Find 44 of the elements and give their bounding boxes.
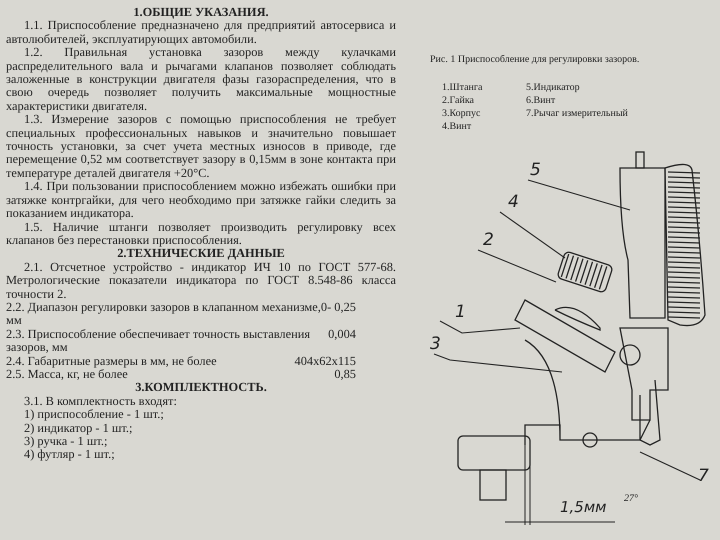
callout-number: 5 xyxy=(530,160,541,180)
spec-text: 2.4. Габаритные размеры в мм, не более xyxy=(6,354,217,368)
callout-number: 2 xyxy=(483,230,494,250)
callout-number: 4 xyxy=(508,192,519,212)
paragraph: 2.1. Отсчетное устройство - индикатор ИЧ 10 по ГОСТ 577-68. Метрологические показатели индикатора по ГОСТ 8.548-86 класса точности 2. xyxy=(6,260,396,301)
parts-list-item: 6.Винт xyxy=(526,95,556,106)
leader-line xyxy=(440,320,520,334)
spec-value: 0,004 xyxy=(328,328,356,343)
section-heading: 1.ОБЩИЕ УКАЗАНИЯ. xyxy=(132,6,270,20)
spec-value: 0- 0,25 xyxy=(320,300,356,316)
leader-line xyxy=(478,250,556,282)
section-heading: 3.КОМПЛЕКТНОСТЬ. xyxy=(134,381,268,395)
paragraph: 3) ручка - 1 шт.; xyxy=(23,435,108,448)
section-heading: 2.ТЕХНИЧЕСКИЕ ДАННЫЕ xyxy=(117,247,286,261)
spec-text: 2.5. Масса, кг, не более xyxy=(6,368,128,382)
parts-list-item: 2.Гайка xyxy=(442,95,474,106)
figure-caption: Рис. 1 Приспособление для регулировки зазоров. xyxy=(430,54,640,65)
parts-list-item: 3.Корпус xyxy=(442,108,480,119)
spec-text: 2.3. Приспособление обеспечивает точность выставления зазоров, мм xyxy=(6,328,312,355)
parts-list-item: 1.Штанга xyxy=(442,82,482,93)
leader-line xyxy=(434,353,562,373)
paragraph: 1.2. Правильная установка зазоров между кулачками распределительного вала и рычагами клапанов позволяет соблюдать заложенные в конструкции двигателя фазы газораспределения, что в свою очередь позволяет получить максимальные мощностные характеристики двигателя. xyxy=(6,46,396,114)
spec-text: 2.2. Диапазон регулировки зазоров в клапанном механизме, мм xyxy=(6,300,321,328)
parts-list-item: 4.Винт xyxy=(442,121,472,132)
leader-line xyxy=(528,179,630,211)
paragraph: 3.1. В комплектность входят: xyxy=(23,394,178,408)
spec-value: 0,85 xyxy=(334,368,356,382)
callout-number: 1 xyxy=(455,302,466,322)
parts-list-item: 5.Индикатор xyxy=(526,82,580,93)
parts-list-item: 7.Рычаг измерительный xyxy=(526,108,628,119)
leader-line xyxy=(500,212,566,258)
angle-label: 27° xyxy=(624,493,638,504)
paragraph: 1) приспособление - 1 шт.; xyxy=(23,408,164,422)
paragraph: 1.4. При пользовании приспособлением можно избежать ошибки при затяжке контргайки, для чего необходимо при затяжке гайки следить за показанием индикатора. xyxy=(6,180,396,220)
paragraph: 2) индикатор - 1 шт.; xyxy=(23,422,134,435)
leader-line xyxy=(640,452,700,480)
spec-value: 404x62x115 xyxy=(294,354,356,368)
callout-number: 7 xyxy=(698,466,709,486)
paragraph: 4) футляр - 1 шт.; xyxy=(23,448,116,462)
paragraph: 1.5. Наличие штанги позволяет производить регулировку всех клапанов без перестановки приспособления. xyxy=(6,220,396,248)
paragraph: 1.1. Приспособление предназначено для предприятий автосервиса и автолюбителей, эксплуатирующих автомобили. xyxy=(6,19,396,46)
paragraph: 1.3. Измерение зазоров с помощью приспособления не требует специальных профессиональных навыков и значительно повышает точность установки, за счет учета местных износов в приводе, где перемещение 0,52 мм соответствует зазору в 0,15мм в зоне контакта при температуре деталей двигателя +20°С. xyxy=(6,113,396,180)
callout-number: 3 xyxy=(430,334,441,354)
dimension-label: 1,5мм xyxy=(560,498,606,516)
